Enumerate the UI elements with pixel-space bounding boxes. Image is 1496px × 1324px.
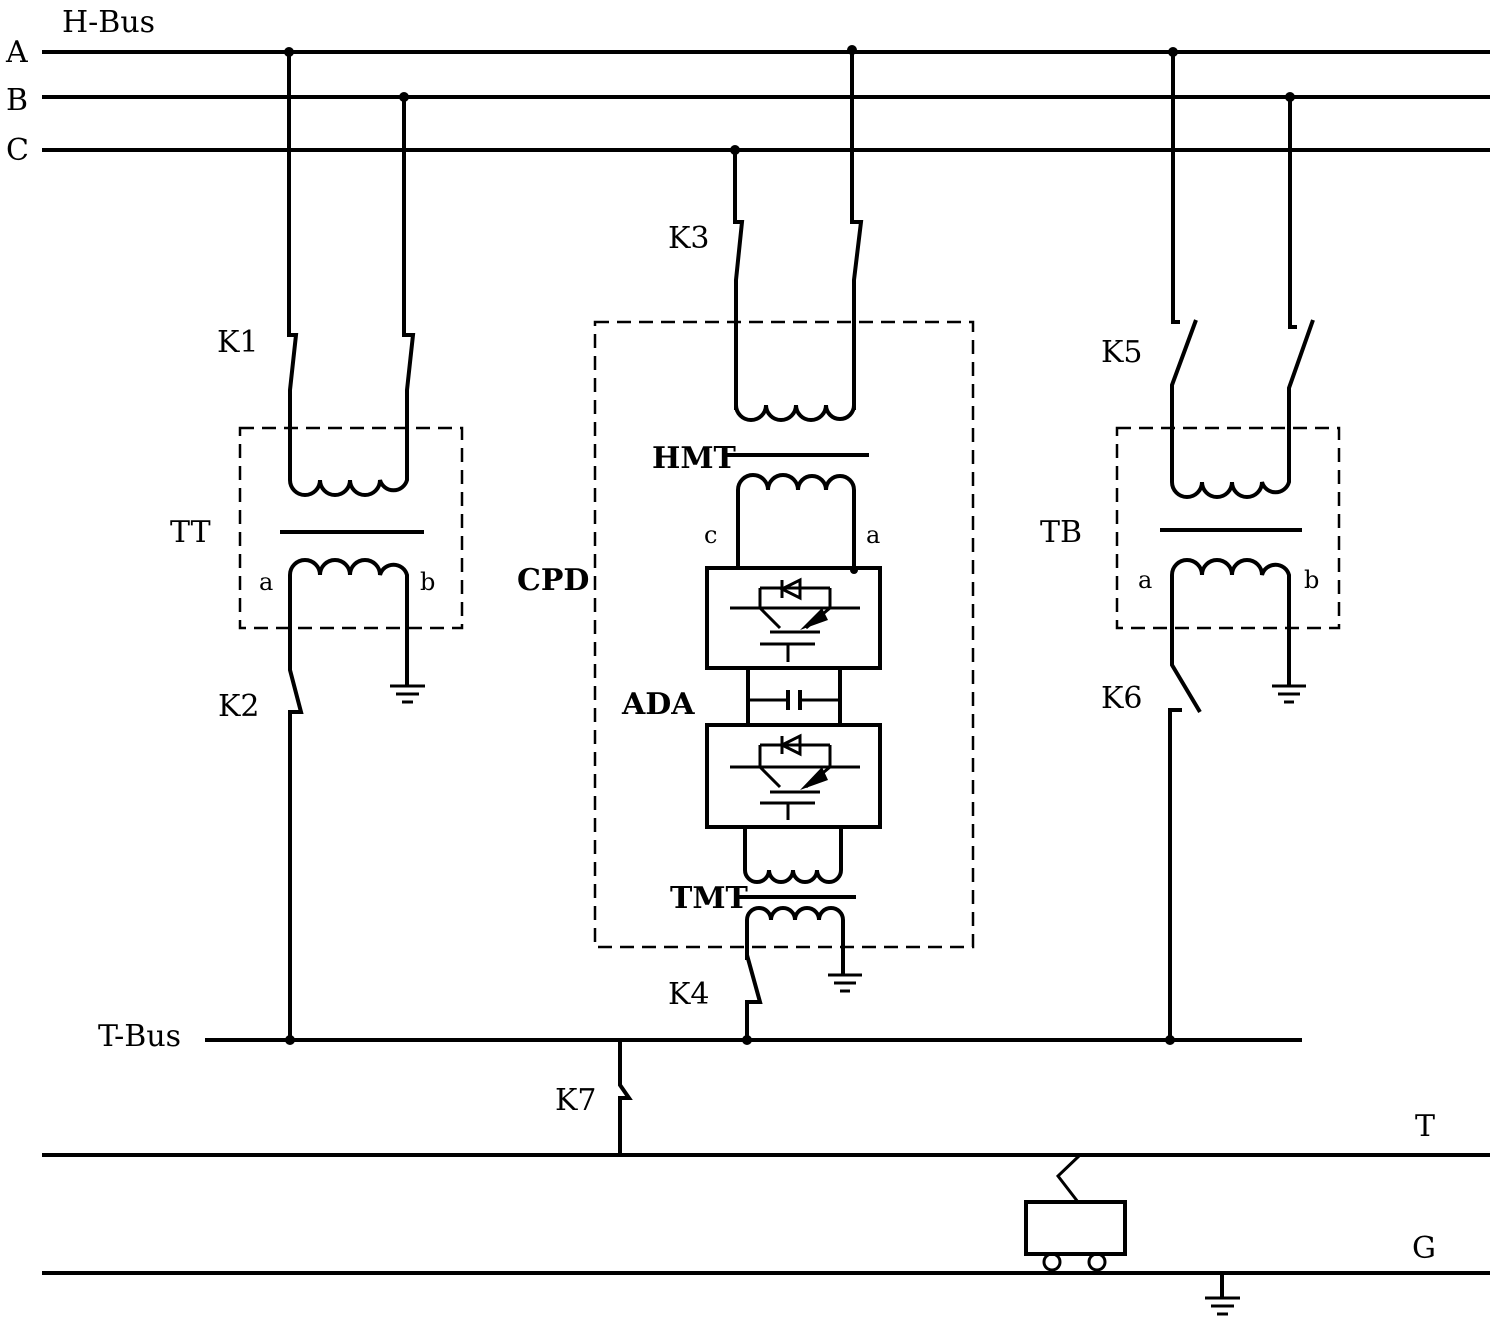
cpd-box bbox=[595, 322, 973, 947]
tb-label: TB bbox=[1040, 515, 1082, 550]
hmt-secondary-coil bbox=[738, 475, 854, 570]
k3-label: K3 bbox=[668, 221, 710, 256]
hmt-primary-coil bbox=[736, 405, 854, 420]
k2-switch bbox=[290, 625, 301, 1040]
tt-label: TT bbox=[170, 515, 211, 550]
h-bus-label: H-Bus bbox=[62, 5, 155, 40]
tt-terminal-b: b bbox=[420, 568, 435, 596]
k6-label: K6 bbox=[1101, 681, 1143, 716]
t-bus-label: T-Bus bbox=[98, 1019, 181, 1054]
k5-switch-pole-1 bbox=[1172, 52, 1196, 430]
k1-label: K1 bbox=[217, 325, 259, 360]
ada-label: ADA bbox=[621, 687, 695, 722]
line-t-label: T bbox=[1415, 1109, 1435, 1144]
k5-label: K5 bbox=[1101, 335, 1143, 370]
tt-box bbox=[240, 428, 462, 628]
k5-switch-pole-2 bbox=[1289, 97, 1313, 430]
pantograph bbox=[1058, 1155, 1080, 1202]
h-bus bbox=[42, 52, 1490, 150]
tmt-label: TMT bbox=[670, 881, 749, 916]
igbt-diode-icon bbox=[730, 736, 860, 820]
k1-switch-pole-2 bbox=[404, 97, 413, 430]
ground-icon bbox=[1272, 686, 1306, 702]
phase-b-label: B bbox=[6, 83, 28, 118]
train-wheel bbox=[1089, 1254, 1105, 1270]
k4-switch bbox=[747, 955, 760, 1040]
k7-switch bbox=[620, 1040, 629, 1155]
k3-switch-pole-1 bbox=[735, 150, 742, 410]
phase-a-label: A bbox=[5, 35, 28, 70]
k3-switch-pole-2 bbox=[852, 50, 861, 410]
tb-branch bbox=[1117, 52, 1339, 1040]
tmt-secondary-coil bbox=[747, 908, 843, 975]
tb-terminal-b: b bbox=[1304, 566, 1319, 594]
ground-icon bbox=[1205, 1298, 1240, 1314]
junction-dot bbox=[742, 1035, 752, 1045]
hmt-label: HMT bbox=[652, 441, 737, 476]
train-wheel bbox=[1044, 1254, 1060, 1270]
k4-label: K4 bbox=[668, 977, 710, 1012]
tb-secondary-coil bbox=[1172, 560, 1289, 630]
line-g-label: G bbox=[1412, 1231, 1436, 1266]
tt-primary-coil bbox=[290, 430, 407, 495]
capacitor-icon bbox=[748, 690, 840, 710]
cpd-branch bbox=[595, 50, 973, 1040]
tb-primary-coil bbox=[1172, 430, 1289, 497]
tt-secondary-coil bbox=[290, 560, 407, 630]
tmt-primary-coil bbox=[745, 827, 841, 882]
igbt-diode-icon bbox=[730, 580, 860, 662]
train-body bbox=[1026, 1202, 1125, 1254]
tb-terminal-a: a bbox=[1138, 566, 1152, 594]
junction-dot bbox=[1165, 1035, 1175, 1045]
phase-c-label: C bbox=[6, 133, 29, 168]
hmt-terminal-a: a bbox=[866, 521, 880, 549]
ground-icon bbox=[828, 975, 862, 991]
train-icon bbox=[1026, 1155, 1125, 1270]
k2-label: K2 bbox=[218, 689, 260, 724]
k6-switch bbox=[1170, 625, 1200, 1040]
k7-label: K7 bbox=[555, 1083, 597, 1118]
tt-branch bbox=[240, 52, 462, 1040]
h-bus-junctions bbox=[284, 45, 1295, 155]
tt-terminal-a: a bbox=[259, 568, 273, 596]
ground-icon bbox=[390, 686, 425, 702]
cpd-label: CPD bbox=[517, 563, 589, 598]
k1-switch-pole-1 bbox=[289, 52, 296, 430]
junction-dot bbox=[285, 1035, 295, 1045]
hmt-terminal-c: c bbox=[704, 521, 717, 549]
